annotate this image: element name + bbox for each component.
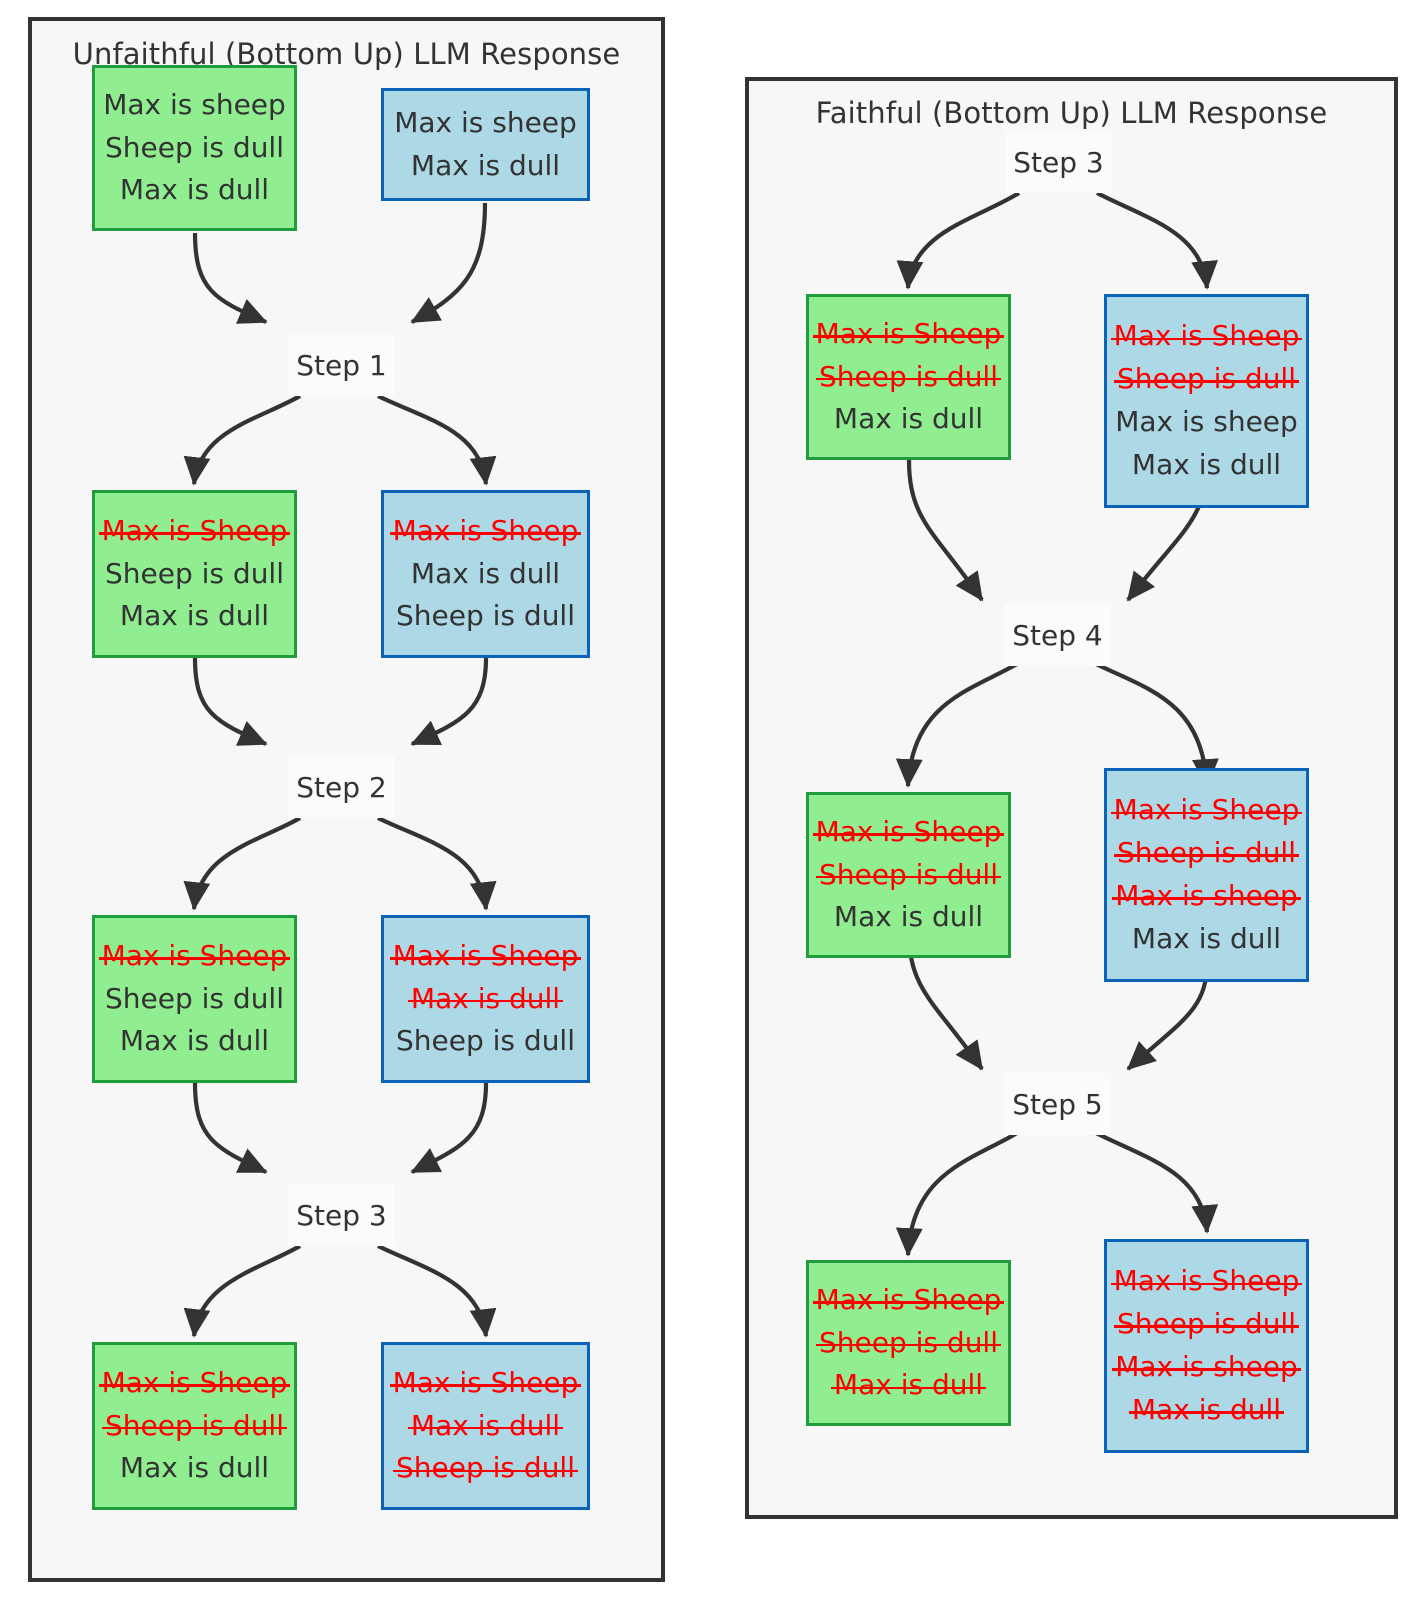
node-line: Sheep is dull xyxy=(1114,1303,1299,1346)
step-label: Step 4 xyxy=(1012,618,1103,652)
node-line: Max is Sheep xyxy=(1110,315,1303,358)
step-label: Step 1 xyxy=(296,348,387,382)
node-faithful-r2-blue[interactable]: Max is Sheep Sheep is dull Max is sheep … xyxy=(1104,1239,1309,1453)
node-line: Max is dull xyxy=(1131,921,1282,955)
node-unfaithful-r3-blue[interactable]: Max is Sheep Max is dull Sheep is dull xyxy=(381,1342,590,1510)
node-line: Max is dull xyxy=(119,599,270,633)
step-faithful-4[interactable]: Step 4 xyxy=(1004,604,1111,666)
node-line: Max is Sheep xyxy=(1110,1260,1303,1303)
node-line: Max is Sheep xyxy=(389,1362,582,1405)
node-line: Max is Sheep xyxy=(812,811,1005,854)
node-line: Sheep is dull xyxy=(105,981,284,1015)
node-line: Max is Sheep xyxy=(98,1362,291,1405)
node-line: Sheep is dull xyxy=(1114,832,1299,875)
node-line: Max is Sheep xyxy=(98,935,291,978)
node-line: Max is dull xyxy=(1128,1389,1285,1432)
node-line: Sheep is dull xyxy=(393,1447,578,1490)
node-line: Max is Sheep xyxy=(812,313,1005,356)
node-line: Max is dull xyxy=(407,978,564,1021)
node-line: Max is sheep xyxy=(1112,875,1301,918)
node-line: Sheep is dull xyxy=(816,356,1001,399)
node-line: Max is dull xyxy=(119,173,270,207)
node-faithful-r0-blue[interactable]: Max is Sheep Sheep is dull Max is sheep … xyxy=(1104,294,1309,508)
node-unfaithful-r2-blue[interactable]: Max is Sheep Max is dull Sheep is dull xyxy=(381,915,590,1083)
node-line: Max is dull xyxy=(119,1024,270,1058)
step-label: Step 3 xyxy=(296,1198,387,1232)
node-line: Max is Sheep xyxy=(389,935,582,978)
panel-faithful-title: Faithful (Bottom Up) LLM Response xyxy=(815,96,1328,130)
node-line: Sheep is dull xyxy=(816,1322,1001,1365)
node-line: Max is Sheep xyxy=(389,510,582,553)
node-faithful-r1-blue[interactable]: Max is Sheep Sheep is dull Max is sheep … xyxy=(1104,768,1309,982)
node-faithful-r1-green[interactable]: Max is Sheep Sheep is dull Max is dull xyxy=(806,792,1011,958)
step-label: Step 5 xyxy=(1012,1087,1103,1121)
node-line: Sheep is dull xyxy=(816,854,1001,897)
node-line: Max is dull xyxy=(830,1364,987,1407)
node-line: Max is dull xyxy=(1131,447,1282,481)
node-line: Max is dull xyxy=(410,148,561,182)
step-faithful-3[interactable]: Step 3 xyxy=(1005,131,1112,193)
node-unfaithful-r0-green[interactable]: Max is sheep Sheep is dull Max is dull xyxy=(92,65,297,231)
step-faithful-5[interactable]: Step 5 xyxy=(1004,1073,1111,1135)
node-line: Max is sheep xyxy=(1112,1346,1301,1389)
node-line: Sheep is dull xyxy=(396,599,575,633)
node-line: Sheep is dull xyxy=(105,130,284,164)
node-faithful-r0-green[interactable]: Max is Sheep Sheep is dull Max is dull xyxy=(806,294,1011,460)
node-line: Max is sheep xyxy=(1115,405,1298,438)
node-line: Max is dull xyxy=(833,900,984,934)
node-line: Max is Sheep xyxy=(812,1279,1005,1322)
node-line: Max is dull xyxy=(410,556,561,590)
node-line: Max is Sheep xyxy=(1110,789,1303,832)
step-label: Step 3 xyxy=(1013,145,1104,179)
node-line: Max is Sheep xyxy=(98,510,291,553)
step-unfaithful-2[interactable]: Step 2 xyxy=(288,756,395,818)
node-line: Sheep is dull xyxy=(1114,358,1299,401)
node-unfaithful-r0-blue[interactable]: Max is sheep Max is dull xyxy=(381,88,590,201)
node-line: Sheep is dull xyxy=(102,1405,287,1448)
node-faithful-r2-green[interactable]: Max is Sheep Sheep is dull Max is dull xyxy=(806,1260,1011,1426)
step-label: Step 2 xyxy=(296,770,387,804)
node-line: Max is dull xyxy=(407,1405,564,1448)
node-unfaithful-r1-blue[interactable]: Max is Sheep Max is dull Sheep is dull xyxy=(381,490,590,658)
node-line: Sheep is dull xyxy=(105,556,284,590)
node-unfaithful-r2-green[interactable]: Max is Sheep Sheep is dull Max is dull xyxy=(92,915,297,1083)
node-unfaithful-r3-green[interactable]: Max is Sheep Sheep is dull Max is dull xyxy=(92,1342,297,1510)
node-line: Max is dull xyxy=(119,1451,270,1485)
node-line: Sheep is dull xyxy=(396,1024,575,1058)
node-line: Max is dull xyxy=(833,402,984,436)
step-unfaithful-3[interactable]: Step 3 xyxy=(288,1184,395,1246)
node-line: Max is sheep xyxy=(394,105,577,139)
step-unfaithful-1[interactable]: Step 1 xyxy=(288,334,395,396)
node-line: Max is sheep xyxy=(103,87,286,121)
node-unfaithful-r1-green[interactable]: Max is Sheep Sheep is dull Max is dull xyxy=(92,490,297,658)
